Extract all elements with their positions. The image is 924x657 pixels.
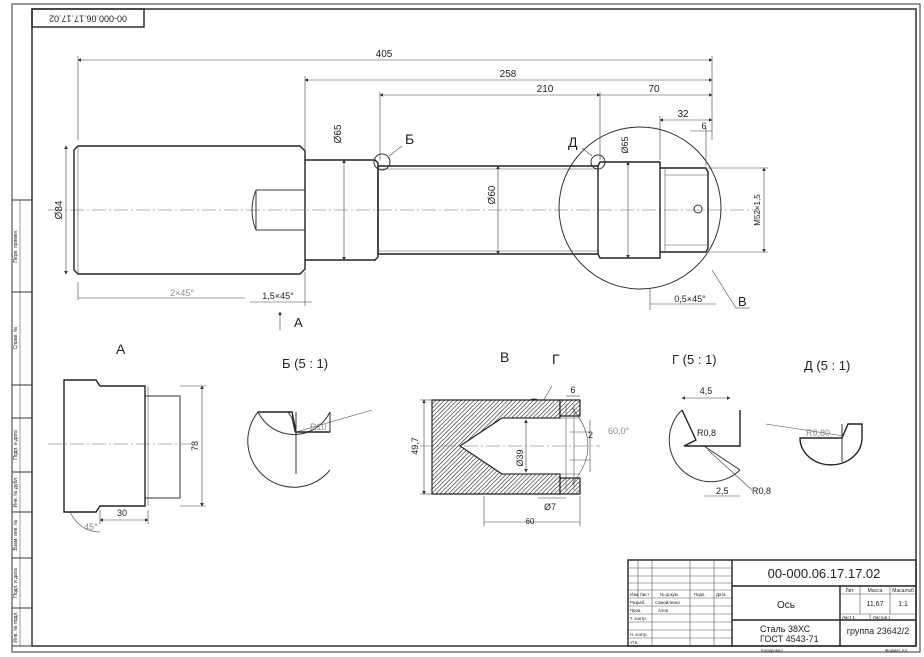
callout-b: Б	[405, 131, 414, 147]
main-callouts: Б Д В А	[278, 131, 750, 330]
callout-v: В	[738, 294, 747, 309]
stamp-label-5: Взам. инв. №	[13, 520, 19, 551]
row-razrab-name: Самойленко	[655, 600, 680, 605]
side-stamp: Перв. примен. Справ. № Подп. и дата Инв.…	[11, 199, 33, 647]
view-d: Д (5 : 1) R9,80	[765, 358, 863, 466]
sheet-border	[11, 3, 921, 653]
title-group: группа 23642/2	[847, 626, 909, 636]
dim-dia-60: Ø60	[487, 185, 498, 204]
dim-210: 210	[537, 84, 554, 95]
view-v-dia-7: Ø7	[544, 502, 556, 512]
dim-258: 258	[500, 69, 517, 80]
title-name: Ось	[777, 600, 795, 611]
view-v-callout-g: Г	[552, 351, 560, 367]
dim-chamfer-left: 2×45°	[170, 288, 194, 298]
row-list: Лист	[640, 592, 649, 597]
row-utv: Утв.	[630, 640, 638, 645]
dim-6: 6	[701, 121, 706, 131]
view-d-radius: R9,80	[806, 428, 830, 438]
view-v-dia-39: Ø39	[515, 449, 525, 466]
callout-d: Д	[568, 134, 578, 150]
title-code: 00-000.06.17.17.02	[768, 566, 881, 581]
row-tkontr: Т. контр.	[630, 616, 647, 621]
title-sheet: Лист 1	[842, 615, 856, 620]
stamp-label-6: Подп. и дата	[13, 568, 19, 598]
header-mass: Масса	[868, 588, 883, 594]
dim-dia-65-right: Ø65	[620, 136, 630, 153]
dim-dia-65-left: Ø65	[333, 124, 344, 143]
view-a-dim-30: 30	[117, 508, 127, 518]
view-b-radius: R10	[310, 422, 327, 432]
view-d-title: Д (5 : 1)	[804, 358, 850, 373]
row-data: Дата	[716, 592, 726, 597]
stamp-label-3: Подп. и дата	[13, 430, 19, 460]
view-g-radius-top: R0,8	[697, 428, 716, 438]
title-block: 00-000.06.17.17.02 Ось Сталь 38ХС ГОСТ 4…	[627, 559, 917, 653]
row-podp: Подп.	[694, 592, 705, 597]
drawing-frame	[31, 8, 917, 647]
view-v-dim-60: 60	[526, 517, 535, 526]
dim-thread: M52×1,5	[753, 194, 762, 226]
view-v-dim-2: 2	[588, 430, 593, 440]
dim-70: 70	[648, 84, 660, 95]
dim-chamfer-right: 0,5×45°	[674, 294, 706, 304]
dim-dia-84: Ø84	[54, 200, 65, 219]
title-copied: Копировал	[761, 648, 783, 653]
view-v-title: В	[500, 349, 509, 365]
view-a: А 78 30 45°	[48, 341, 206, 533]
view-g-dim-4-5: 4,5	[700, 386, 713, 396]
stamp-label-2: Справ. №	[13, 327, 19, 350]
row-prov: Пров.	[630, 608, 641, 613]
header-lit: Лит.	[845, 588, 854, 594]
header-scale: Масштаб	[892, 588, 914, 594]
stamp-label-4: Инв. № дубл.	[13, 477, 19, 508]
row-izm: Изм.	[630, 592, 639, 597]
corner-code-box: 00-000.06.17.17.02	[31, 8, 145, 28]
row-razrab: Разраб.	[630, 600, 645, 605]
corner-code: 00-000.06.17.17.02	[49, 14, 127, 24]
view-g: Г (5 : 1) 4,5 R0,8 R0,8 2,5	[668, 352, 771, 497]
view-g-dim-2-5: 2,5	[716, 486, 729, 496]
main-view	[48, 126, 760, 290]
main-dimensions: 405 258 210 70 32 6 Ø84 Ø65 Ø60 Ø65	[54, 49, 768, 310]
row-prov-name: Алов	[658, 608, 669, 613]
view-g-radius-bottom: R0,8	[752, 486, 771, 496]
title-mass: 11,67	[867, 601, 884, 608]
title-material-1: Сталь 38ХС	[760, 624, 811, 634]
row-nkontr: Н. контр.	[630, 632, 648, 637]
stamp-label-1: Перв. примен.	[13, 229, 19, 262]
view-g-title: Г (5 : 1)	[672, 352, 717, 367]
view-v-dim-49-7: 49,7	[410, 437, 420, 455]
view-a-dim-78: 78	[190, 441, 200, 451]
view-v: В Г 49,7 Ø39 6 2 60,0° Ø7 60	[410, 349, 630, 526]
dim-32: 32	[677, 109, 689, 120]
view-b-title: Б (5 : 1)	[282, 356, 328, 371]
view-v-angle-60: 60,0°	[608, 426, 630, 436]
dim-chamfer-mid: 1,5×45°	[262, 291, 294, 301]
title-sheets: Листов 1	[873, 615, 891, 620]
view-a-title: А	[116, 341, 126, 357]
callout-a-arrow: А	[294, 315, 303, 330]
title-material-2: ГОСТ 4543-71	[760, 634, 819, 644]
view-v-dim-6: 6	[570, 385, 575, 395]
title-scale: 1:1	[898, 601, 908, 608]
stamp-label-7: Инв. № подл.	[13, 611, 19, 642]
view-a-angle-45: 45°	[84, 522, 98, 532]
dim-405: 405	[376, 49, 393, 60]
row-doc: № докум.	[660, 592, 679, 597]
title-format: Формат A3	[885, 648, 907, 653]
view-b: Б (5 : 1) R10	[247, 356, 373, 488]
